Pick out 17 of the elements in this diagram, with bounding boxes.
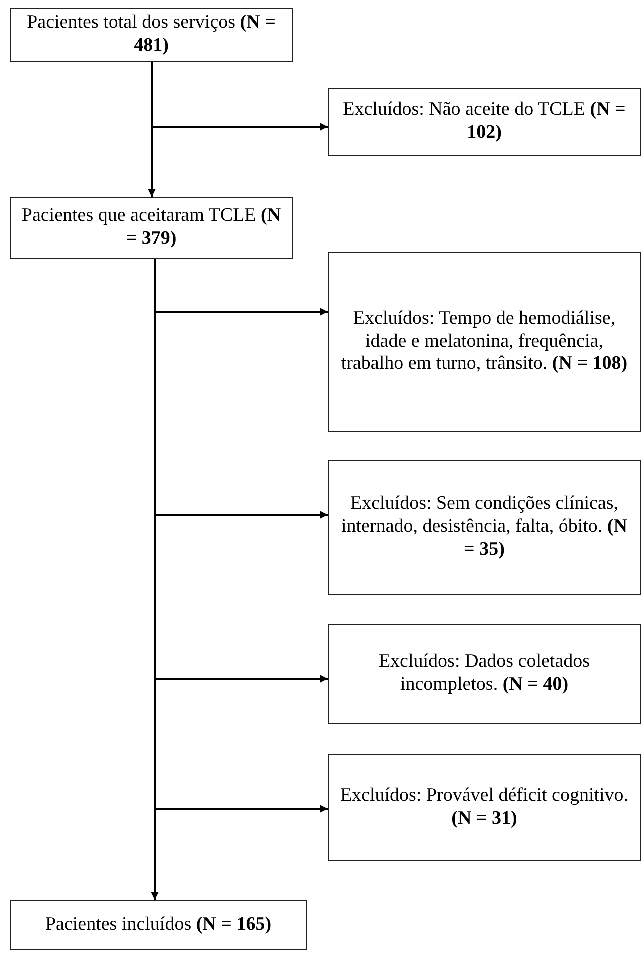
box-text: Excluídos: Sem condições clínicas, internado, desistência, falta, óbito. (N = 35) bbox=[340, 493, 628, 562]
process-box bbox=[10, 197, 293, 259]
box-text: Pacientes total dos serviços (N = 481) bbox=[26, 12, 277, 58]
box-text: Excluídos: Provável déficit cognitivo. (N = 31) bbox=[339, 784, 630, 830]
box-text: Pacientes que aceitaram TCLE (N = 379) bbox=[20, 205, 282, 251]
process-box bbox=[328, 754, 641, 861]
box-text: Excluídos: Não aceite do TCLE (N = 102) bbox=[342, 99, 627, 145]
process-box bbox=[328, 624, 641, 724]
process-box bbox=[328, 252, 641, 432]
process-box bbox=[10, 900, 307, 950]
process-box bbox=[328, 460, 641, 595]
process-box bbox=[10, 8, 293, 62]
box-text: Pacientes incluídos (N = 165) bbox=[45, 914, 272, 936]
box-text: Excluídos: Dados coletados incompletos. (N = 40) bbox=[378, 651, 592, 697]
box-text: Excluídos: Tempo de hemodiálise, idade e melatonina, frequência, trabalho em turno, trânsito. (N = 108) bbox=[340, 308, 629, 376]
process-box bbox=[328, 88, 641, 156]
arrow bbox=[151, 62, 328, 131]
